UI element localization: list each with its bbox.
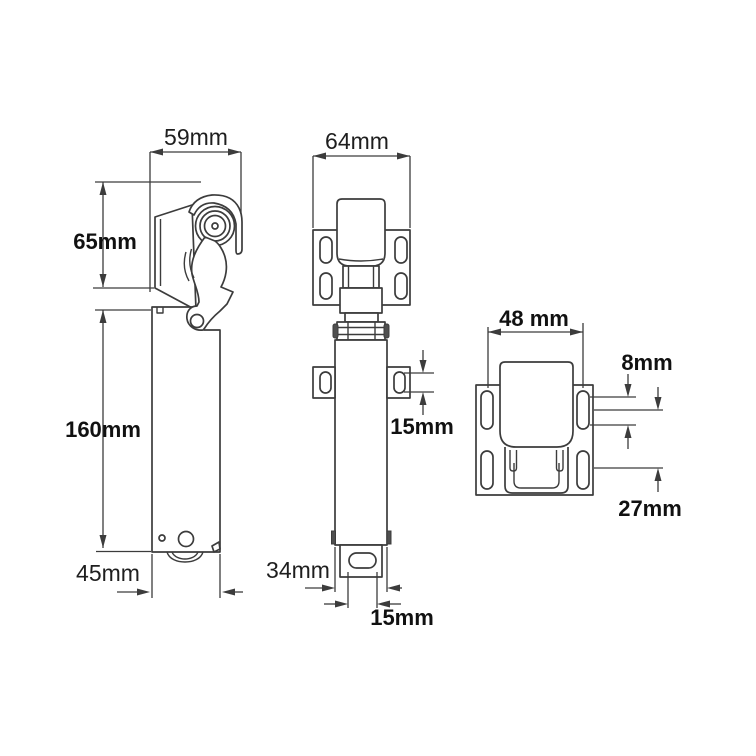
upper-cylinder bbox=[336, 198, 386, 267]
arrow-right-icon bbox=[335, 600, 348, 608]
arrow-right-icon bbox=[137, 588, 150, 596]
arrow-left-icon bbox=[313, 152, 326, 160]
arrow-down-icon bbox=[624, 384, 632, 397]
knuckle-cap bbox=[332, 323, 339, 339]
dimension-64mm: 64mm bbox=[312, 128, 411, 228]
arrow-down-icon bbox=[99, 274, 107, 287]
bracket-slot bbox=[480, 390, 494, 430]
bottom-small-hole bbox=[158, 534, 166, 542]
plate-slot bbox=[319, 236, 333, 264]
front-view: 64mm 15mm 34mm bbox=[266, 128, 454, 630]
plate-slot bbox=[394, 272, 408, 300]
arrow-left-icon bbox=[150, 148, 163, 156]
dim-label-27mm: 27mm bbox=[618, 496, 682, 521]
dimension-34mm: 34mm bbox=[266, 547, 402, 592]
bracket-cup bbox=[499, 361, 574, 448]
arrow-left-icon bbox=[377, 600, 390, 608]
arrow-left-icon bbox=[222, 588, 235, 596]
hook bbox=[188, 194, 243, 255]
dimension-8mm: 8mm bbox=[590, 350, 673, 449]
arrow-up-icon bbox=[99, 310, 107, 323]
bracket-tray bbox=[504, 447, 569, 494]
arrow-down-icon bbox=[99, 535, 107, 548]
plate-slot bbox=[394, 236, 408, 264]
bottom-cap-slot bbox=[348, 552, 377, 569]
dim-label-65mm: 65mm bbox=[73, 229, 137, 254]
plate-slot bbox=[319, 272, 333, 300]
bracket-view: 48 mm 8mm 27mm bbox=[475, 306, 682, 521]
arrow-left-icon bbox=[488, 328, 501, 336]
tray-clip-slot bbox=[555, 450, 564, 472]
cam-arm bbox=[186, 236, 234, 331]
tray-channel bbox=[513, 463, 560, 489]
body-outline bbox=[151, 306, 221, 553]
body-top-notch bbox=[156, 307, 164, 314]
arrow-down-icon bbox=[419, 360, 427, 373]
dim-label-34mm: 34mm bbox=[266, 557, 330, 583]
dimension-59mm: 59mm bbox=[149, 124, 242, 292]
dim-label-8mm: 8mm bbox=[621, 350, 672, 375]
link-band bbox=[344, 312, 379, 323]
arrow-right-icon bbox=[228, 148, 241, 156]
corner-clip bbox=[211, 541, 221, 553]
arrow-left-icon bbox=[387, 584, 400, 592]
knuckle-cap bbox=[383, 323, 390, 339]
tab-slot bbox=[393, 371, 406, 394]
arrow-up-icon bbox=[419, 392, 427, 405]
dimension-45mm: 45mm bbox=[76, 554, 243, 598]
arrow-right-icon bbox=[397, 152, 410, 160]
dimension-15mm-side: 15mm bbox=[390, 350, 454, 439]
bracket-slot bbox=[576, 450, 590, 490]
dimension-48mm: 48 mm bbox=[487, 306, 584, 388]
bottom-hole bbox=[177, 530, 195, 548]
dim-label-15mm-bottom: 15mm bbox=[370, 605, 434, 630]
dim-label-64mm: 64mm bbox=[325, 128, 389, 154]
cylinder-seam bbox=[338, 258, 384, 262]
knuckle bbox=[332, 321, 390, 341]
collar bbox=[339, 287, 383, 314]
pivot-hole bbox=[189, 313, 205, 329]
arrow-up-icon bbox=[624, 425, 632, 438]
side-view: 59mm 65mm 160mm 45mm bbox=[65, 124, 243, 598]
dimension-160mm: 160mm bbox=[65, 309, 151, 553]
dimension-65mm: 65mm bbox=[73, 181, 201, 289]
lower-tube bbox=[334, 339, 388, 546]
arrow-right-icon bbox=[570, 328, 583, 336]
bracket-slot bbox=[480, 450, 494, 490]
arm-detail-arc bbox=[183, 251, 190, 282]
arm-detail-arc bbox=[189, 248, 195, 279]
side-lug bbox=[386, 530, 392, 545]
bottom-tab bbox=[166, 551, 204, 563]
dim-label-59mm: 59mm bbox=[164, 124, 228, 150]
dim-label-15mm-side: 15mm bbox=[390, 414, 454, 439]
arrow-up-icon bbox=[99, 182, 107, 195]
dimension-15mm-bottom: 15mm bbox=[324, 572, 434, 630]
dim-label-48mm: 48 mm bbox=[499, 306, 569, 331]
arrow-up-icon bbox=[654, 468, 662, 481]
arrow-down-icon bbox=[654, 397, 662, 410]
knuckle-block bbox=[336, 321, 386, 341]
bracket-slot bbox=[576, 390, 590, 430]
dim-label-160mm: 160mm bbox=[65, 417, 141, 442]
dim-label-45mm: 45mm bbox=[76, 560, 140, 586]
dimension-27mm: 27mm bbox=[594, 387, 682, 521]
side-lug bbox=[331, 530, 336, 545]
roller-axle-dot bbox=[211, 222, 219, 230]
arrow-right-icon bbox=[322, 584, 335, 592]
tab-slot bbox=[319, 371, 332, 394]
